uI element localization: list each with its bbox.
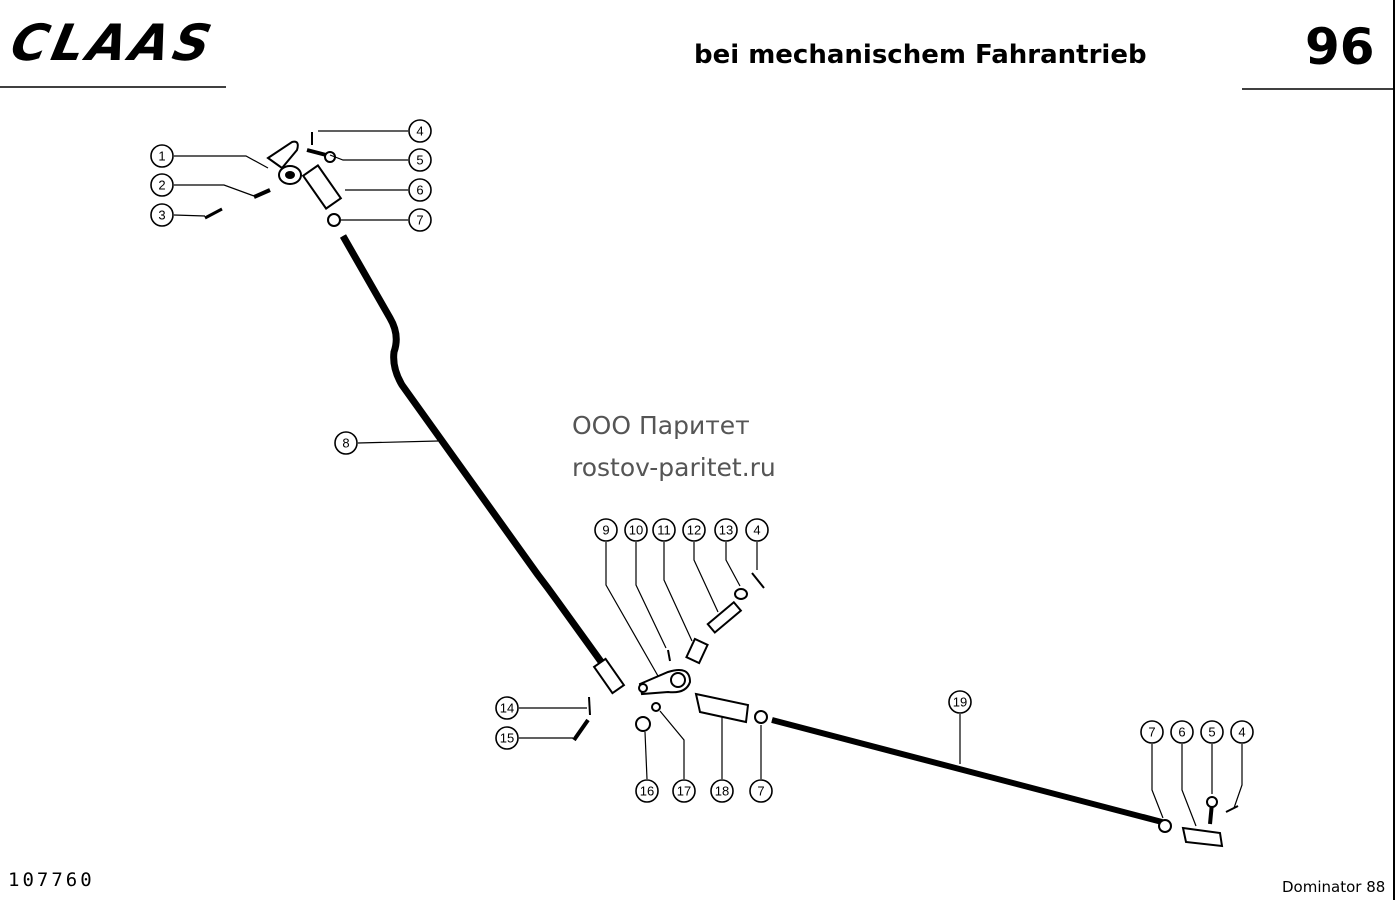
callout-4c: 4 <box>1230 720 1254 744</box>
callout-16: 16 <box>635 779 659 803</box>
callout-label: 4 <box>753 523 760 538</box>
page-number: 96 <box>1305 18 1375 76</box>
callout-label: 2 <box>158 178 165 193</box>
right-end-parts <box>1158 796 1239 848</box>
linkage-rod-8 <box>339 234 626 695</box>
callout-8: 8 <box>334 431 358 455</box>
callout-1: 1 <box>150 144 174 168</box>
callout-15: 15 <box>495 726 519 750</box>
callout-label: 13 <box>719 523 733 538</box>
callout-label: 14 <box>500 701 514 716</box>
callout-2: 2 <box>150 173 174 197</box>
callout-18: 18 <box>710 779 734 803</box>
callout-label: 4 <box>416 124 423 139</box>
callout-3: 3 <box>150 203 174 227</box>
callout-7b: 7 <box>749 779 773 803</box>
callout-label: 6 <box>416 183 423 198</box>
callout-label: 15 <box>500 731 514 746</box>
linkage-rod-19 <box>771 717 1163 825</box>
callout-label: 12 <box>687 523 701 538</box>
callout-label: 6 <box>1178 725 1185 740</box>
page-title: bei mechanischem Fahrantrieb <box>694 40 1147 70</box>
callout-label: 8 <box>342 436 349 451</box>
callout-5a: 5 <box>408 148 432 172</box>
callout-6a: 6 <box>408 178 432 202</box>
callout-label: 9 <box>602 523 609 538</box>
callout-4a: 4 <box>408 119 432 143</box>
callout-label: 11 <box>657 523 671 538</box>
callout-label: 16 <box>640 784 654 799</box>
callout-label: 1 <box>158 149 165 164</box>
callout-label: 19 <box>953 695 967 710</box>
watermark-company: ООО Паритет <box>572 411 750 440</box>
callout-label: 18 <box>715 784 729 799</box>
callout-label: 17 <box>677 784 691 799</box>
callout-17: 17 <box>672 779 696 803</box>
callout-label: 5 <box>416 153 423 168</box>
callout-9: 9 <box>594 518 618 542</box>
callout-label: 5 <box>1208 725 1215 740</box>
callout-13: 13 <box>714 518 738 542</box>
callout-label: 4 <box>1238 725 1245 740</box>
callout-7a: 7 <box>408 208 432 232</box>
upper-parts <box>204 132 343 227</box>
drawing-number: 107760 <box>8 869 95 891</box>
callout-12: 12 <box>682 518 706 542</box>
callout-10: 10 <box>624 518 648 542</box>
callout-7c: 7 <box>1140 720 1164 744</box>
callout-5b: 5 <box>1200 720 1224 744</box>
middle-parts <box>572 572 768 742</box>
callout-label: 7 <box>1148 725 1155 740</box>
callout-11: 11 <box>652 518 676 542</box>
callout-14: 14 <box>495 696 519 720</box>
callout-label: 7 <box>757 784 764 799</box>
machine-model: Dominator 88 <box>1282 878 1386 896</box>
callout-label: 3 <box>158 208 165 223</box>
callout-label: 7 <box>416 213 423 228</box>
watermark-url: rostov-paritet.ru <box>572 453 776 482</box>
callout-4b: 4 <box>745 518 769 542</box>
leader-lines <box>173 130 1243 827</box>
callout-label: 10 <box>629 523 643 538</box>
callout-6b: 6 <box>1170 720 1194 744</box>
callout-19: 19 <box>948 690 972 714</box>
